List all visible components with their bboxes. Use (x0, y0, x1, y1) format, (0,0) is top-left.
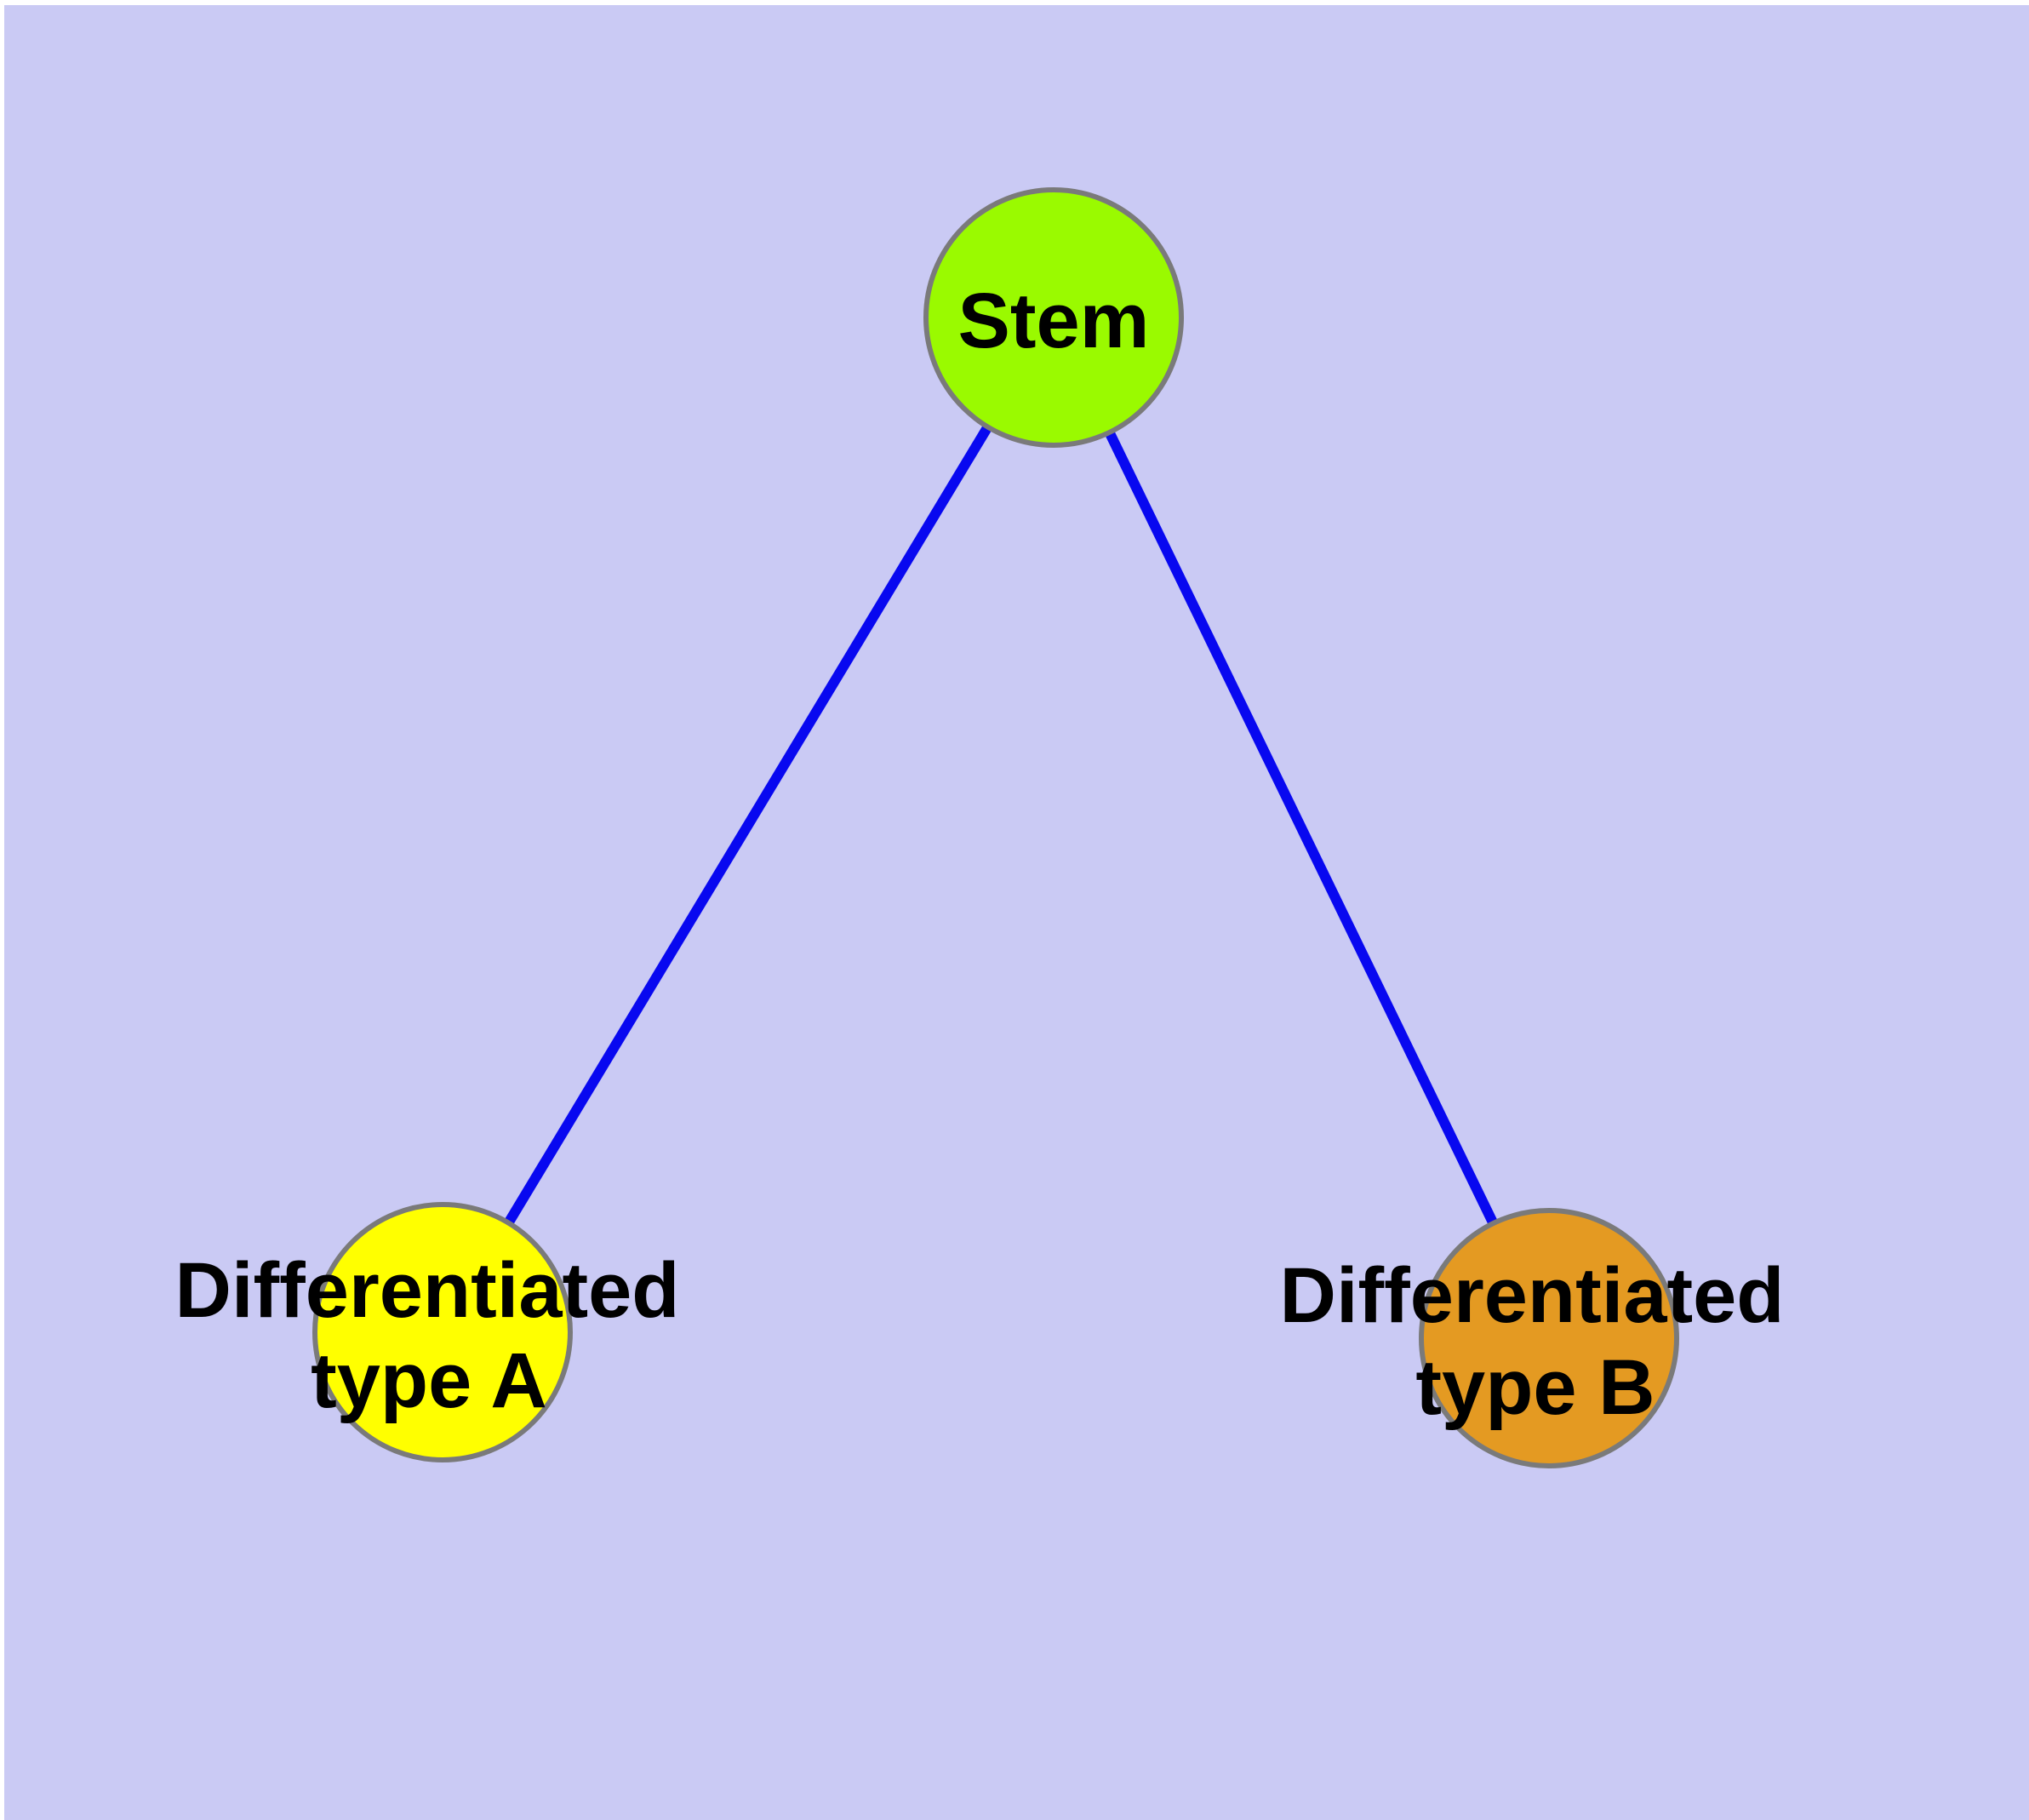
node-type-a-label-line2: type A (311, 1337, 547, 1424)
node-type-a-label-line1: Differentiated (175, 1247, 680, 1334)
edge-stem-to-type-a (437, 314, 1059, 1336)
node-differentiated-type-b (1419, 1208, 1679, 1468)
node-stem (923, 187, 1184, 448)
node-stem-label: Stem (958, 278, 1150, 364)
node-type-b-label-line1: Differentiated (1280, 1252, 1785, 1339)
node-type-b-label-line2: type B (1415, 1344, 1655, 1431)
edge-stem-to-type-b (1049, 315, 1554, 1341)
node-differentiated-type-a (312, 1202, 573, 1462)
